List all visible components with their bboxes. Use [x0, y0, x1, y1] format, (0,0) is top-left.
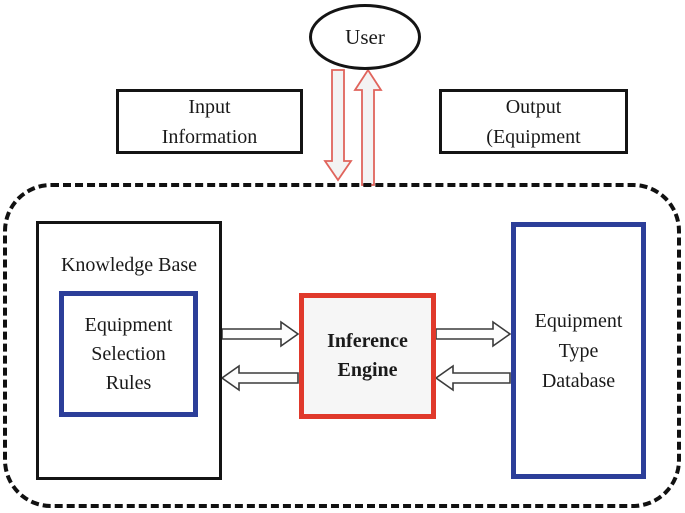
esr-line-3: Rules	[105, 371, 152, 394]
output-equipment-node: Output (Equipment	[439, 89, 628, 154]
input-line-2: Information	[161, 125, 258, 148]
input-information-node: Input Information	[116, 89, 303, 154]
user-label: User	[345, 24, 385, 49]
db-line-2: Type	[558, 339, 599, 362]
ie-line-1: Inference	[327, 330, 408, 352]
esr-line-1: Equipment	[84, 313, 173, 336]
inference-engine-node: Inference Engine	[299, 293, 436, 419]
equipment-type-database-node: Equipment Type Database	[511, 222, 646, 479]
user-to-system-arrow-icon	[323, 69, 353, 182]
knowledge-base-label: Knowledge Base	[60, 254, 198, 276]
db-line-1: Equipment	[534, 309, 623, 332]
system-boundary-dashed	[3, 183, 681, 508]
ie-line-2: Engine	[337, 359, 398, 381]
user-node: User	[309, 4, 421, 70]
esr-line-2: Selection	[91, 342, 166, 365]
system-to-user-arrow-icon	[353, 68, 383, 186]
input-line-1: Input	[188, 95, 231, 118]
output-line-2: (Equipment	[486, 125, 581, 148]
output-line-1: Output	[505, 95, 562, 118]
db-line-3: Database	[541, 369, 616, 392]
equipment-selection-rules-node: Equipment Selection Rules	[59, 291, 198, 417]
